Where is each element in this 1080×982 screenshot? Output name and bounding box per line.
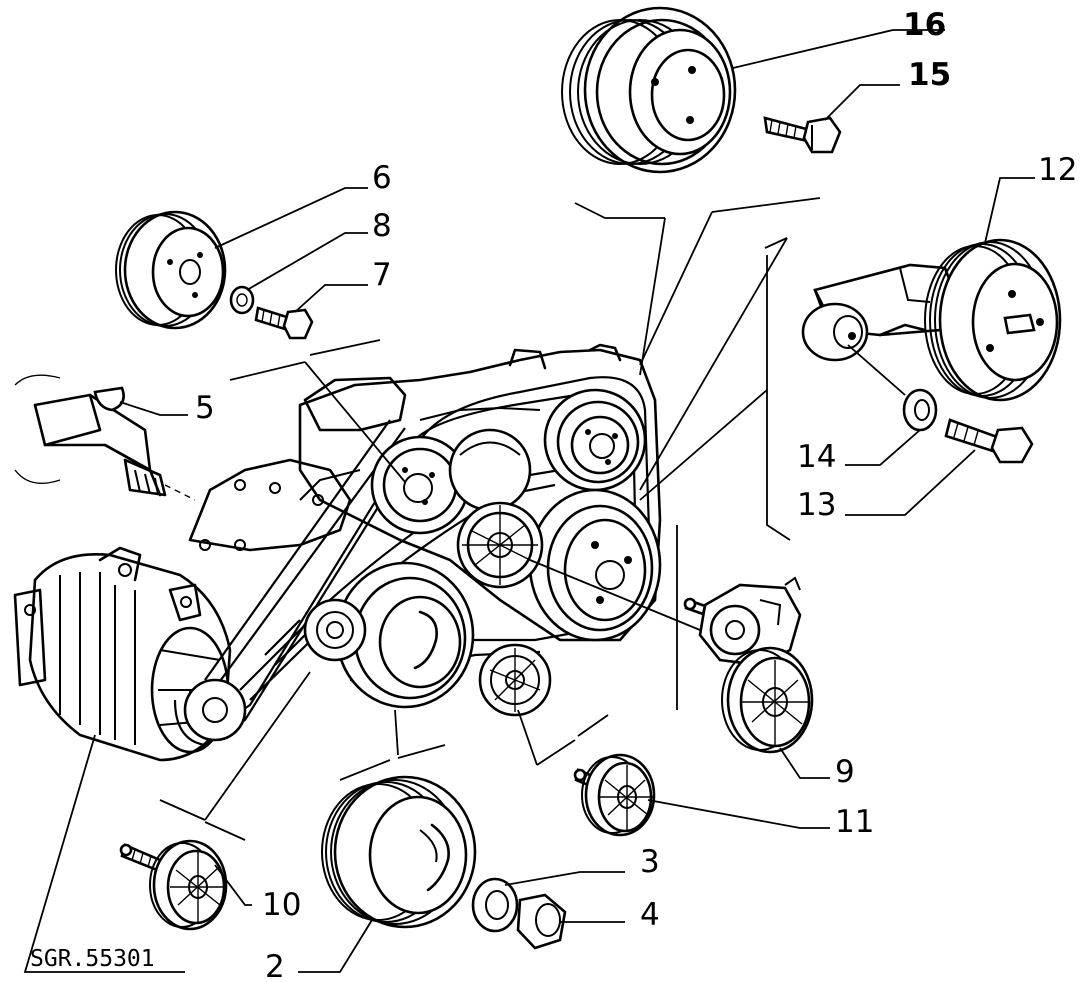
callout-2: 2	[265, 949, 285, 982]
part-9-tensioner-assembly	[683, 576, 802, 667]
compressor-pulley-installed	[528, 488, 662, 642]
tensioner-installed	[448, 428, 532, 512]
callout-13: 13	[797, 487, 836, 523]
part-15-water-pump-pulley	[561, 6, 737, 174]
callout-7: 7	[372, 257, 392, 293]
callout-9: 9	[835, 754, 855, 790]
callout-8: 8	[372, 208, 392, 244]
part-7-bolt	[254, 306, 314, 340]
drawing-code: SGR.55301	[30, 946, 155, 972]
part-11-idler-pulley	[573, 753, 656, 837]
callout-6: 6	[372, 160, 392, 196]
leader-lines	[23, 29, 1035, 973]
part-12-tensioner-pulley	[924, 238, 1062, 402]
callout-5: 5	[195, 390, 215, 426]
callout-4: 4	[640, 897, 660, 933]
part-6-idler-pulley	[115, 210, 227, 330]
alternator-pulley	[183, 678, 247, 742]
callout-10: 10	[262, 887, 301, 923]
part-10-idler-pulley	[119, 839, 228, 931]
part-2-crankshaft-pulley	[321, 775, 477, 929]
crankshaft-nose	[14, 374, 196, 501]
part-13-bolt	[944, 418, 1034, 464]
woodruff-key	[93, 386, 125, 412]
callout-3: 3	[640, 844, 660, 880]
part-16-bolt	[763, 116, 842, 154]
lower-right-idler-installed	[478, 643, 552, 717]
part-14-washer	[902, 388, 938, 432]
callout-11: 11	[835, 804, 874, 840]
upper-idler-pulley-installed	[370, 435, 470, 535]
part-3-washer	[471, 877, 519, 933]
part-9-tensioner-pulley	[721, 646, 814, 754]
callout-15: 16	[903, 7, 946, 43]
callout-14: 14	[797, 439, 836, 475]
lower-left-idler-installed	[303, 598, 367, 662]
part-4-nut	[516, 893, 567, 950]
ribbed-idler-installed	[456, 501, 544, 589]
crankshaft-pulley-installed	[335, 561, 475, 709]
callout-16: 15	[908, 57, 951, 93]
grouping-brackets	[159, 197, 821, 841]
callout-labels: 16 15 12 6 8 7 5 14 13 9 11 3 4 10 2 SGR…	[30, 7, 1077, 982]
water-pump-pulley-installed	[543, 388, 647, 492]
callout-12: 12	[1038, 152, 1077, 188]
part-8-washer	[229, 285, 255, 315]
